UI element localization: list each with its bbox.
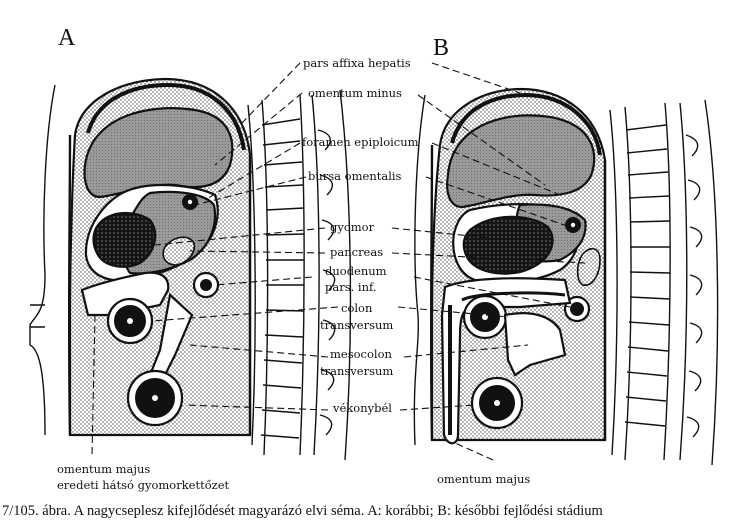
- label-pars-affixa-hepatis: pars affixa hepatis: [303, 56, 411, 70]
- pancreas-b: [576, 247, 601, 286]
- liver-b: [446, 114, 596, 209]
- stomach-b: [462, 215, 554, 275]
- label-omentum-majus-b: omentum majus: [437, 472, 530, 486]
- label-duodenum: duodenum: [325, 264, 387, 278]
- label-transversum-colon: transversum: [320, 318, 393, 332]
- liver-a: [83, 107, 234, 199]
- label-colon: colon: [341, 301, 373, 315]
- label-pars-inf: pars. inf.: [325, 280, 377, 294]
- label-pancreas: pancreas: [330, 245, 383, 259]
- label-omentum-minus: omentum minus: [308, 86, 402, 100]
- stomach-a: [92, 212, 157, 268]
- label-eredeti-hatso-gyomorkettozet: eredeti hátsó gyomorkettőzet: [57, 478, 230, 492]
- label-vekonybel: vékonybél: [332, 401, 392, 415]
- panel-b-letter: B: [433, 35, 449, 61]
- label-gyomor: gyomor: [330, 220, 375, 234]
- label-omentum-majus-a: omentum majus: [57, 462, 150, 476]
- leader-lines: [151, 62, 586, 461]
- label-foramen-epiploicum: foramen epiploicum: [302, 135, 419, 149]
- panel-a-diagram: [29, 77, 252, 456]
- figure-caption: 7/105. ábra. A nagycseplesz kifejlődését…: [2, 503, 603, 519]
- pancreas-a: [162, 236, 196, 266]
- label-bursa-omentalis: bursa omentalis: [308, 169, 402, 183]
- label-transversum-mesocolon: transversum: [320, 364, 393, 378]
- label-mesocolon: mesocolon: [330, 347, 393, 361]
- panel-a-letter: A: [58, 25, 76, 51]
- panel-b-diagram: [413, 87, 607, 446]
- spine-b: [609, 99, 719, 466]
